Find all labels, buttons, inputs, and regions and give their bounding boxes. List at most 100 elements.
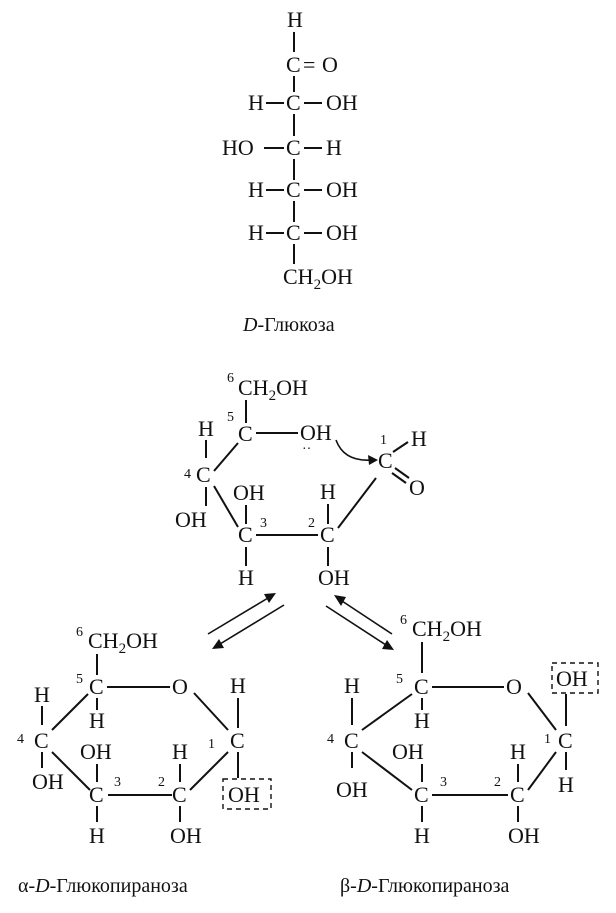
alpha-number-4: 4 [17, 732, 24, 747]
c4-left-h: H [248, 177, 264, 202]
alpha-c5-h: H [89, 708, 105, 733]
left-arrow-up-head [264, 593, 276, 603]
c3-carbon: C [286, 135, 301, 160]
top-c5-h: H [198, 416, 214, 441]
beta-c2-oh: OH [508, 823, 540, 848]
alpha-number-1: 1 [208, 737, 215, 752]
c2-left-h: H [248, 90, 264, 115]
top-c1-oxygen: O [409, 475, 425, 500]
carbon-number-2: 2 [308, 516, 315, 531]
c1-oxygen: O [322, 52, 338, 77]
top-c1-h: H [411, 426, 427, 451]
c3-left-ho: HO [222, 135, 254, 160]
alpha-number-5: 5 [76, 672, 83, 687]
beta-c5-h: H [414, 708, 430, 733]
carbon-number-4: 4 [184, 467, 191, 482]
beta-c3-h: H [414, 823, 430, 848]
beta-bond-c2-c1 [527, 751, 557, 791]
c4-right-oh: OH [326, 177, 358, 202]
alpha-bond-c4-c3 [51, 751, 91, 791]
beta-c4-oh: OH [336, 777, 368, 802]
alpha-ring-oxygen: O [172, 674, 188, 699]
carbon-number-1: 1 [380, 433, 387, 448]
c1-carbon: C [286, 52, 301, 77]
caption-open-chain: D-Глюкоза [242, 314, 335, 336]
c2-carbon: C [286, 90, 301, 115]
beta-number-3: 3 [440, 775, 447, 790]
alpha-c1-h: H [230, 673, 246, 698]
c6-ch2oh: CH2OH [283, 264, 353, 293]
beta-c3-oh: OH [392, 739, 424, 764]
top-c5-carbon: C [238, 421, 253, 446]
carbon-number-6: 6 [227, 371, 234, 386]
beta-number-2: 2 [494, 775, 501, 790]
top-c4-carbon: C [196, 462, 211, 487]
left-arrow-down-head [212, 639, 224, 649]
right-arrow-down-head [382, 640, 394, 650]
right-arrow-down [325, 605, 387, 646]
beta-number-5: 5 [396, 672, 403, 687]
top-c1-carbon: C [378, 448, 393, 473]
alpha-number-6: 6 [76, 625, 83, 640]
beta-c5-carbon: C [414, 674, 429, 699]
top-c5-oh: OH [300, 420, 332, 445]
alpha-glucopyranose: 6 CH2OH 5 C O H H 4 C OH OH 3 C H H 2 C … [17, 625, 272, 897]
bond-c1-o-b [394, 467, 410, 479]
carbon-number-5: 5 [227, 410, 234, 425]
alpha-c2-oh: OH [170, 823, 202, 848]
c2-right-oh: OH [326, 90, 358, 115]
caption-alpha: α-D-Глюкопираноза [18, 875, 188, 897]
c5-carbon: C [286, 220, 301, 245]
left-arrow-down [219, 604, 285, 645]
alpha-anomeric-oh: OH [228, 782, 260, 807]
alpha-c3-carbon: C [89, 782, 104, 807]
beta-bond-c4-c5 [361, 693, 413, 731]
ring-c6-ch2oh: CH2OH [238, 375, 308, 404]
fischer-projection: H C = O H C OH HO C H H C OH H C OH [222, 7, 358, 336]
caption-beta: β-D-Глюкопираноза [340, 875, 510, 897]
c5-right-oh: OH [326, 220, 358, 245]
c4-carbon: C [286, 177, 301, 202]
beta-bond-c4-c3 [361, 751, 413, 791]
top-c3-carbon: C [238, 522, 253, 547]
beta-number-6: 6 [400, 613, 407, 628]
alpha-number-2: 2 [158, 775, 165, 790]
c1-hydrogen: H [287, 7, 303, 32]
oxygen-lone-pair: ·· [302, 442, 311, 457]
top-c2-oh: OH [318, 565, 350, 590]
c5-left-h: H [248, 220, 264, 245]
beta-ring-oxygen: O [506, 674, 522, 699]
top-c3-h: H [238, 565, 254, 590]
beta-c6-ch2oh: CH2OH [412, 616, 482, 645]
bond-c1-h-top [392, 441, 409, 453]
beta-c4-carbon: C [344, 728, 359, 753]
alpha-c1-carbon: C [230, 728, 245, 753]
alpha-c4-top-h: H [34, 682, 50, 707]
beta-c4-top-h: H [344, 673, 360, 698]
bond-c1-o-a [391, 472, 407, 484]
alpha-bond-c4-c5 [51, 693, 89, 731]
nucleophilic-attack-arrow [335, 439, 373, 461]
right-arrow-up-head [334, 595, 346, 606]
bond-c2-c1-top [337, 477, 377, 529]
equilibrium-arrows [207, 593, 394, 650]
cyclization-intermediate: 6 CH2OH 5 C H OH ·· 1 H C O 4 C OH OH 3 … [175, 371, 427, 590]
beta-c3-carbon: C [414, 782, 429, 807]
bond-c4-c5-top [213, 442, 239, 472]
alpha-c5-carbon: C [89, 674, 104, 699]
left-arrow-up [207, 597, 269, 635]
alpha-number-3: 3 [114, 775, 121, 790]
beta-anomeric-oh: OH [556, 666, 588, 691]
alpha-bond-o-c1 [193, 692, 229, 731]
alpha-c2-carbon: C [172, 782, 187, 807]
alpha-bond-c2-c1 [189, 751, 229, 791]
alpha-c4-oh: OH [32, 769, 64, 794]
alpha-c3-oh: OH [80, 739, 112, 764]
beta-bond-o-c1 [527, 692, 557, 731]
carbon-number-3: 3 [260, 516, 267, 531]
beta-c2-h: H [510, 739, 526, 764]
c3-right-h: H [326, 135, 342, 160]
beta-c2-carbon: C [510, 782, 525, 807]
